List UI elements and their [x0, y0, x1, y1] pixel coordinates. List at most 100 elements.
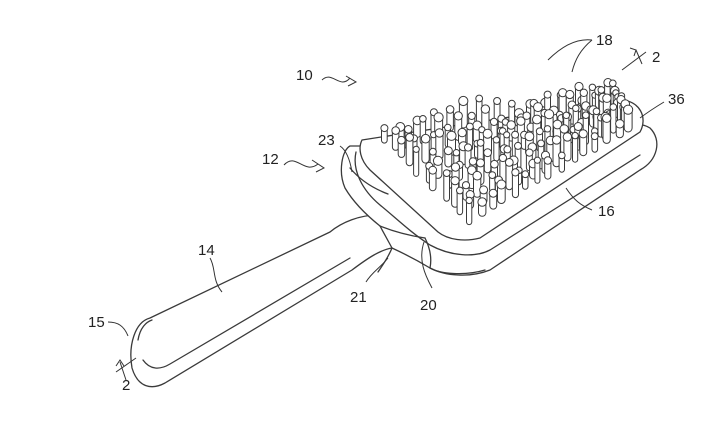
bristle-tip: [475, 94, 484, 103]
bristle-tip: [468, 157, 478, 166]
bristle-tip: [578, 129, 588, 139]
bristle-tip: [533, 102, 543, 113]
bristle-tip: [535, 127, 544, 136]
bristle-tip: [456, 186, 464, 195]
bristle-tip: [397, 135, 406, 145]
bristle-tip: [511, 130, 520, 139]
bristle-tip: [461, 181, 471, 190]
bristle-tip: [522, 111, 531, 120]
bristle-tip: [429, 147, 437, 156]
bristle-tip: [507, 99, 516, 108]
bristle-tip: [472, 170, 483, 181]
bristle-tip: [559, 124, 569, 134]
bristle-tip: [609, 79, 617, 88]
bristle-tip: [482, 128, 493, 139]
bristle-tip: [450, 162, 461, 172]
bristle-tip: [446, 130, 457, 141]
label-10: 10: [296, 67, 313, 84]
bristle-tip: [590, 132, 599, 141]
bristle-tip: [514, 141, 522, 150]
bristle-tip: [516, 116, 526, 126]
leader-lines: [107, 39, 665, 337]
label-12: 12: [262, 151, 279, 168]
bristle-tip: [492, 136, 501, 144]
brush-handle: [130, 214, 393, 388]
bristle-tip: [433, 112, 444, 123]
bristle-tip: [489, 117, 499, 127]
bristle-tip: [419, 115, 427, 123]
bristle-tip: [412, 145, 420, 153]
bristle-tip: [476, 138, 485, 147]
section-label-top: 2: [652, 49, 660, 66]
bristle-tip: [488, 188, 498, 198]
bristle-tip: [579, 88, 588, 98]
bristle-tip: [466, 122, 474, 131]
bristle-tip: [380, 124, 389, 133]
label-21: 21: [350, 289, 367, 306]
bristle-tip: [521, 170, 530, 179]
bristle-tip: [524, 131, 535, 142]
bristle-tip: [445, 105, 455, 114]
bristle-tip: [467, 111, 476, 121]
bristle-tip: [552, 119, 563, 130]
bristle-tip: [476, 158, 485, 168]
bristle-tip: [458, 95, 469, 107]
label-18: 18: [596, 32, 613, 49]
bristle-tip: [404, 125, 413, 134]
bristle-tip: [428, 165, 438, 175]
bristle-tip: [543, 125, 552, 133]
bristle-tip: [450, 176, 460, 186]
bristle-tip: [420, 133, 431, 144]
label-14: 14: [198, 242, 215, 259]
bristle-tip: [592, 107, 601, 116]
bristle-tip: [537, 139, 545, 148]
bristle-tip: [434, 128, 445, 138]
bristle-tip: [498, 153, 507, 163]
bristle-tip: [511, 168, 520, 177]
bristle-tip: [574, 81, 584, 92]
bristle-tip: [623, 104, 634, 115]
bristle-tip: [602, 113, 612, 123]
label-23: 23: [318, 132, 335, 149]
bristle-tip: [477, 197, 488, 207]
label-36: 36: [668, 91, 685, 108]
bristle-tip: [544, 109, 555, 120]
bristle-tip: [506, 120, 516, 130]
bristle-tufts: [380, 78, 634, 226]
bristle-tip: [573, 122, 583, 131]
bristle-tip: [452, 149, 461, 157]
bristle-tip: [602, 93, 612, 103]
bristle-tip: [496, 179, 507, 190]
bristle-tip: [532, 114, 542, 125]
label-15: 15: [88, 314, 105, 331]
bristle-tip: [572, 104, 580, 113]
bristle-tip: [444, 123, 452, 132]
label-16: 16: [598, 203, 615, 220]
bristle-tip: [464, 143, 473, 152]
section-marker-top: [621, 47, 647, 71]
bristle-tip: [571, 131, 579, 140]
bristle-tip: [490, 159, 499, 169]
bristle-tip: [479, 185, 489, 195]
bristle-tip: [609, 103, 618, 111]
section-marker-bottom: [115, 357, 137, 381]
bristle-tip: [453, 111, 463, 121]
bristle-tip: [483, 148, 493, 158]
bristle-tip: [543, 156, 552, 165]
bristle-tip: [543, 90, 552, 99]
bristle-tip: [558, 151, 566, 160]
section-label-bottom: 2: [122, 377, 130, 394]
bristle-tip: [562, 132, 573, 142]
bristle-tip: [503, 131, 511, 139]
bristle-tip: [533, 156, 542, 164]
bristle-tip: [503, 145, 512, 154]
bristle-tip: [442, 169, 451, 178]
bristle-tip: [405, 133, 415, 142]
bristle-tip: [597, 86, 606, 94]
bristle-tip: [465, 196, 473, 205]
bristle-tip: [551, 135, 562, 145]
bristle-tip: [615, 119, 625, 129]
bristle-tip: [565, 89, 575, 100]
label-20: 20: [420, 297, 437, 314]
